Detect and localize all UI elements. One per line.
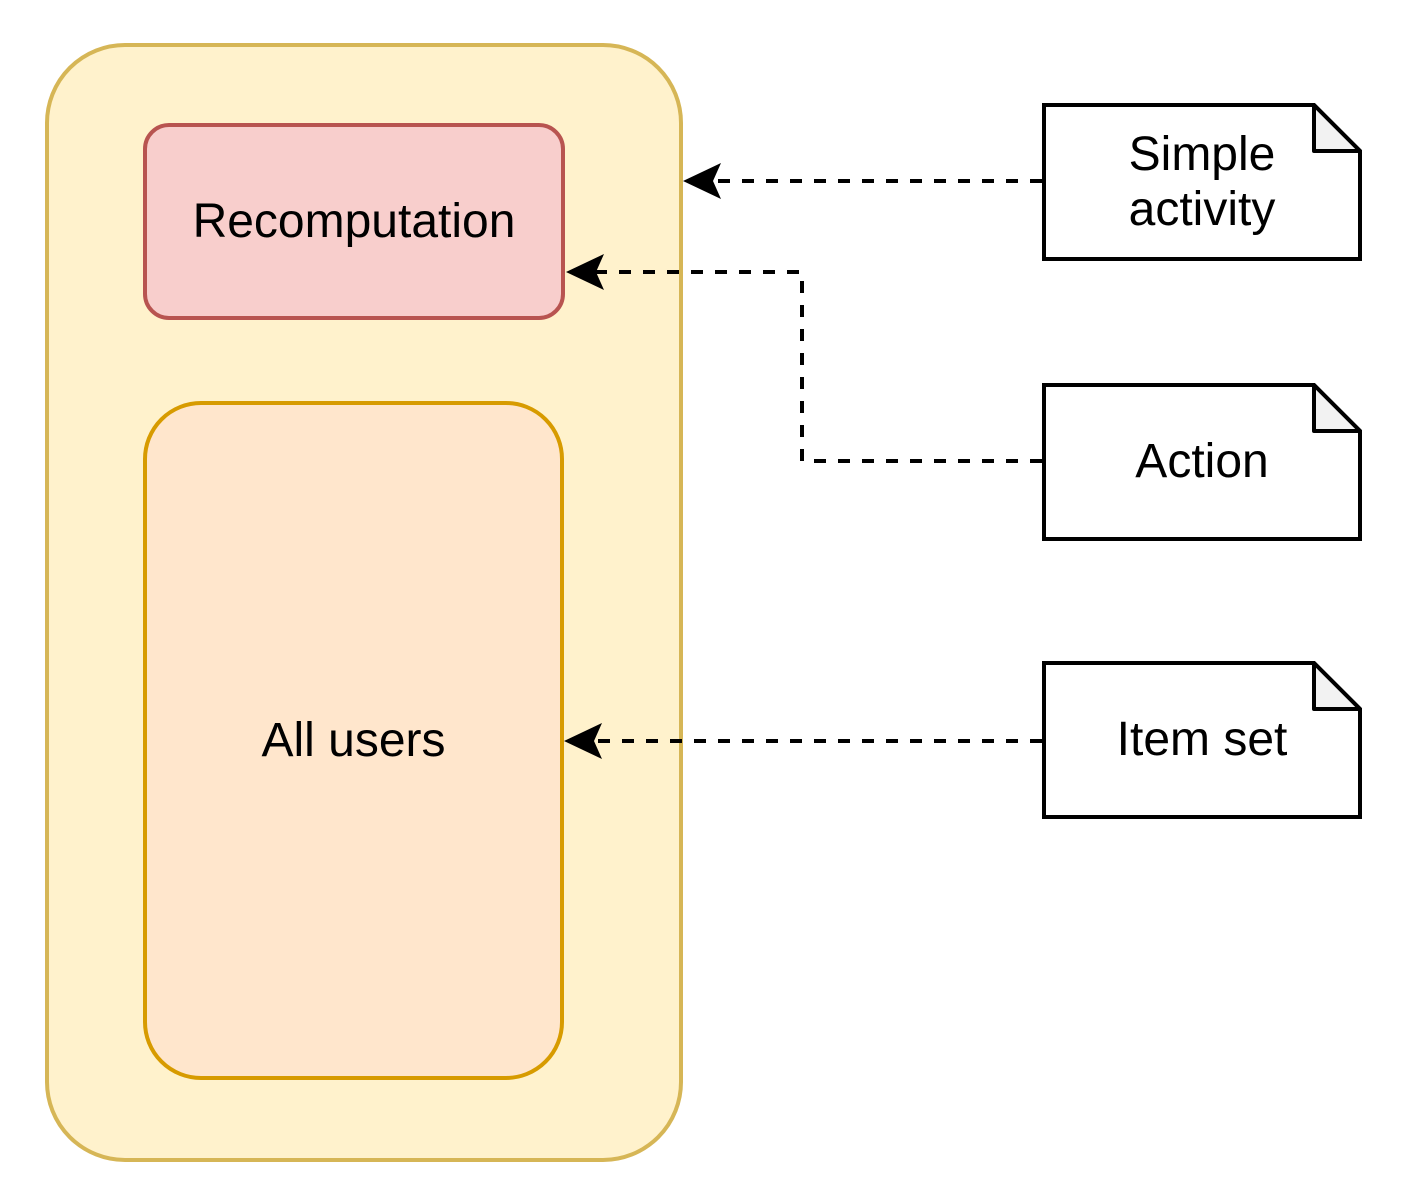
node-all-users: All users [143,401,564,1080]
note-item-set: Item set [1042,661,1362,819]
note-action-text: Action [1135,435,1269,489]
note-outline [1042,661,1362,819]
note-shape-icon [1042,383,1362,541]
node-recomputation: Recomputation [143,123,565,320]
note-item-set-label: Item set [1042,661,1362,819]
note-item-set-text: Item set [1116,713,1288,767]
note-simple-activity-label: Simple activity [1042,103,1362,261]
note-simple-activity: Simple activity [1042,103,1362,261]
arrowhead-left-icon [683,163,721,199]
note-outline [1042,383,1362,541]
note-action: Action [1042,383,1362,541]
connector-simple-activity-to-container [683,163,1042,199]
note-action-label: Action [1042,383,1362,541]
note-simple-activity-text: Simple activity [1128,127,1276,236]
note-fold-corner-icon [1312,103,1362,153]
note-outline [1042,103,1362,261]
note-shape-icon [1042,103,1362,261]
node-all-users-label: All users [261,713,446,767]
node-recomputation-label: Recomputation [192,194,516,248]
note-fold-corner-icon [1312,383,1362,433]
note-fold-corner-icon [1312,661,1362,711]
note-shape-icon [1042,661,1362,819]
